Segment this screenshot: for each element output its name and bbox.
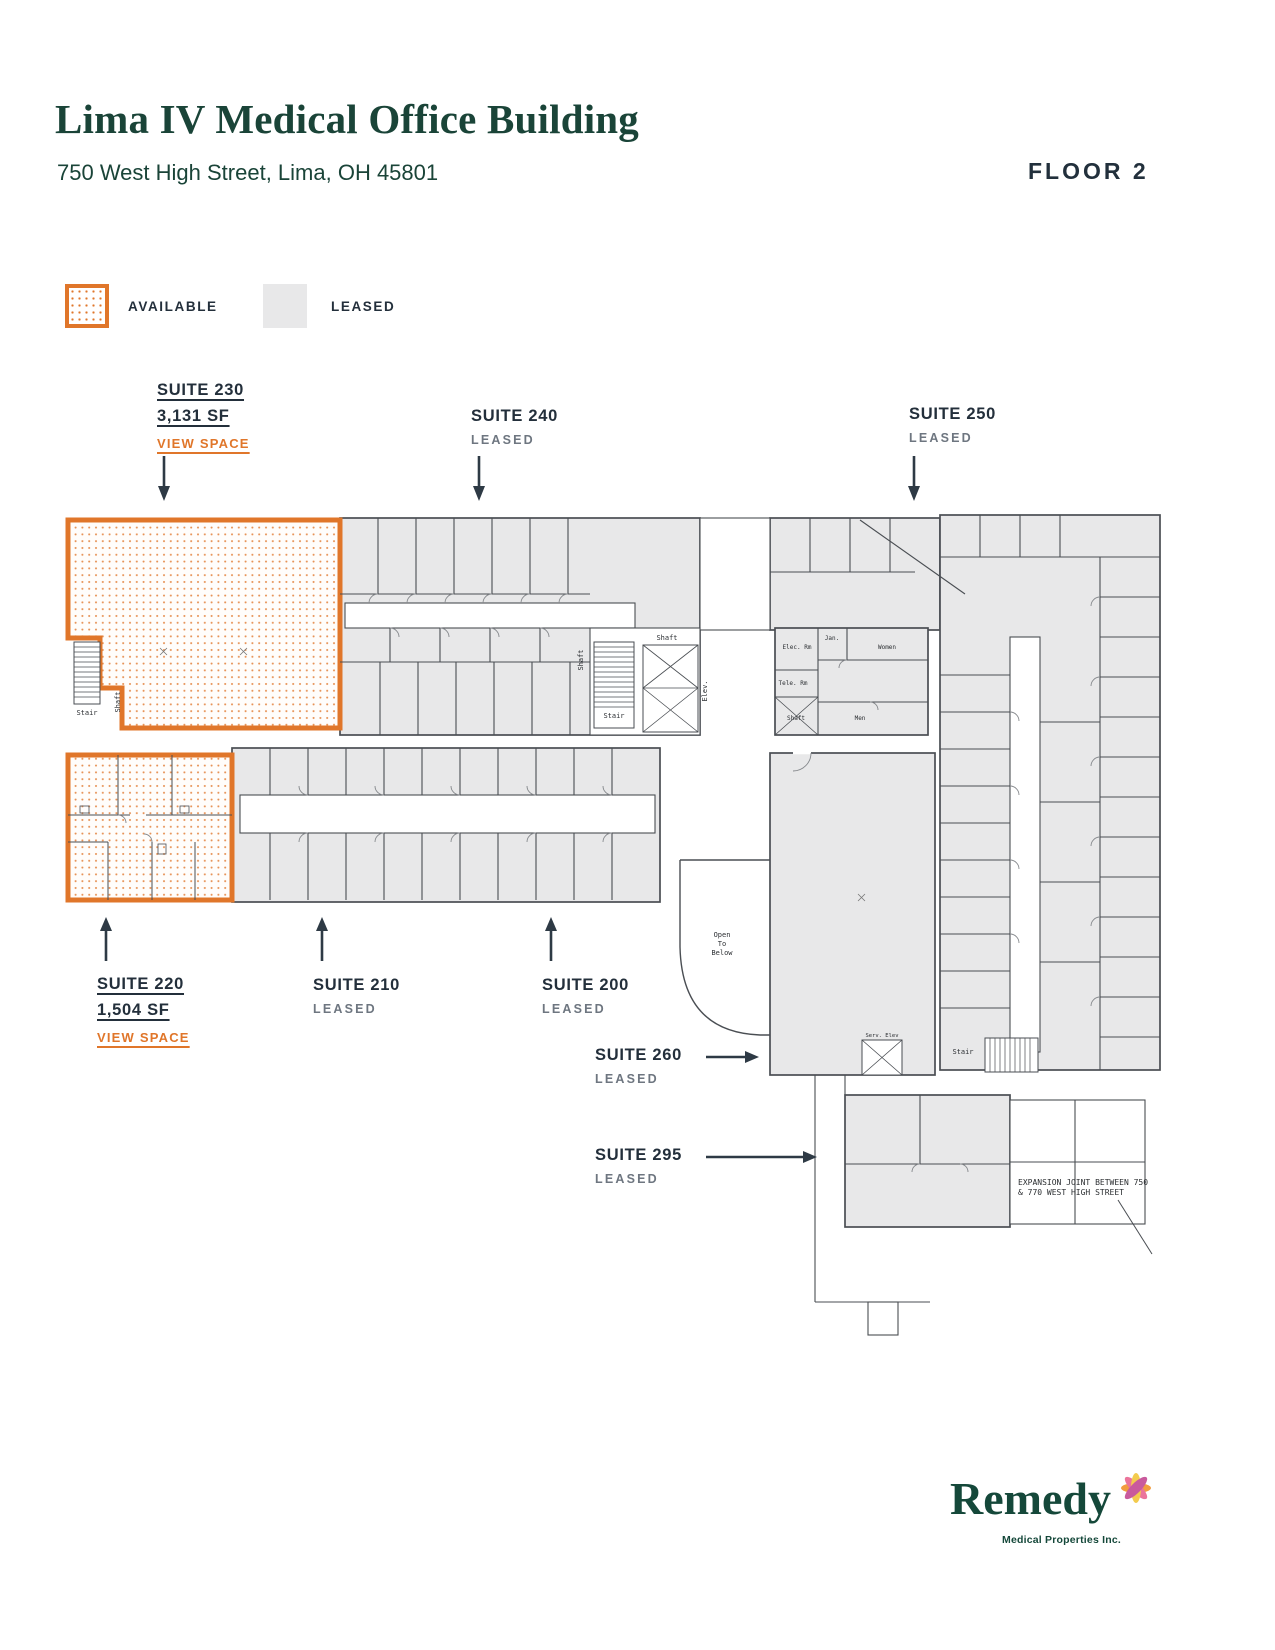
- suite-220-label: SUITE 220 1,504 SF VIEW SPACE: [97, 975, 190, 1047]
- suite-230-label: SUITE 230 3,131 SF VIEW SPACE: [157, 381, 250, 453]
- suite-260-area: [769, 752, 936, 1076]
- suite-250-area-east-wing: [939, 514, 1161, 1071]
- suite-200-arrow-icon: [545, 917, 557, 961]
- open-to-below-label-1: Open: [714, 931, 731, 939]
- stair-nw: [73, 641, 101, 705]
- suite-260-status: LEASED: [595, 1072, 659, 1086]
- suite-240-arrow-icon: [473, 456, 485, 501]
- stair-core: [593, 641, 635, 729]
- suite-250-arrow-icon: [908, 456, 920, 501]
- suite-250-name: SUITE 250: [909, 405, 997, 423]
- page-title: Lima IV Medical Office Building: [55, 96, 640, 142]
- equipment-marks: [159, 647, 866, 902]
- suite-295-status: LEASED: [595, 1172, 659, 1186]
- suite-240-name: SUITE 240: [471, 407, 559, 425]
- suite-210-label: SUITE 210 LEASED: [313, 976, 400, 1016]
- suite-230-arrow-icon: [158, 456, 170, 501]
- expansion-joint-note: EXPANSION JOINT BETWEEN 750 & 770 WEST H…: [1018, 1178, 1149, 1198]
- leased-legend-label: LEASED: [331, 299, 396, 314]
- suite-250-status: LEASED: [909, 431, 973, 445]
- suite-200-label: SUITE 200 LEASED: [542, 976, 629, 1016]
- utility-core-area: [774, 627, 929, 736]
- remedy-pinwheel-icon: [1121, 1473, 1151, 1503]
- suite-230-available-area: [65, 517, 343, 731]
- stair-se: [984, 1037, 1039, 1073]
- plan-labels: Stair Shaft Shaft Shaft Stair Elev. Elec…: [76, 634, 973, 1056]
- suite-295-area: [844, 1094, 1011, 1228]
- suite-260-arrow-icon: [706, 1051, 759, 1063]
- suite-260-door-arc: [792, 752, 812, 772]
- suite-230-name: SUITE 230: [157, 381, 245, 399]
- interior-walls: [68, 515, 1160, 1303]
- utility-shaft: [774, 696, 819, 736]
- elevator-label: Elev.: [701, 680, 709, 701]
- suite-295-label: SUITE 295 LEASED: [595, 1146, 682, 1186]
- suite-220-available-area: [65, 752, 235, 903]
- serv-elev-label: Serv. Elev: [865, 1033, 899, 1039]
- leased-legend-swatch: [263, 284, 307, 328]
- suite-200-status: LEASED: [542, 1002, 606, 1016]
- available-legend-swatch: [65, 284, 109, 328]
- shaft-core-label: Shaft: [656, 634, 677, 642]
- stair-se-label: Stair: [952, 1048, 973, 1056]
- suite-210-arrow-icon: [316, 917, 328, 961]
- floor-label: FLOOR 2: [1028, 158, 1149, 184]
- suite-260-name: SUITE 260: [595, 1046, 683, 1064]
- suite-295-arrow-icon: [706, 1151, 817, 1163]
- door-arcs: [117, 593, 1101, 1173]
- stair-nw-label: Stair: [76, 709, 97, 717]
- suite-230-area: 3,131 SF: [157, 407, 230, 425]
- corridors: [239, 517, 1041, 1053]
- suite-220-arrow-icon: [100, 917, 112, 961]
- suite-220-name: SUITE 220: [97, 975, 185, 993]
- shaft-util-label: Shaft: [787, 715, 805, 722]
- suite-210-name: SUITE 210: [313, 976, 401, 994]
- men-label: Men: [855, 715, 866, 722]
- suite-220-area: 1,504 SF: [97, 1001, 170, 1019]
- suite-240-status: LEASED: [471, 433, 535, 447]
- remedy-tagline: Medical Properties Inc.: [1002, 1534, 1121, 1546]
- shaft-core-left-label: Shaft: [577, 649, 585, 670]
- women-label: Women: [878, 644, 896, 651]
- available-legend-label: AVAILABLE: [128, 299, 218, 314]
- suite-240-label: SUITE 240 LEASED: [471, 407, 558, 447]
- suite-210-status: LEASED: [313, 1002, 377, 1016]
- floor-plan: Stair Shaft Shaft Shaft Stair Elev. Elec…: [65, 514, 1161, 1336]
- suite-200-name: SUITE 200: [542, 976, 630, 994]
- jan-label: Jan.: [825, 635, 839, 642]
- suite-250-label: SUITE 250 LEASED: [909, 405, 996, 445]
- tele-rm-label: Tele. Rm: [779, 680, 808, 687]
- suite-260-label: SUITE 260 LEASED: [595, 1046, 682, 1086]
- stairs-and-elevators: [73, 641, 1039, 1076]
- suite-250-area-west: [769, 517, 941, 631]
- open-to-below-label-3: Below: [711, 949, 733, 957]
- remedy-wordmark: Remedy: [950, 1473, 1111, 1524]
- suite-230-view-space-link[interactable]: VIEW SPACE: [157, 436, 250, 451]
- suite-295-name: SUITE 295: [595, 1146, 683, 1164]
- suite-220-view-space-link[interactable]: VIEW SPACE: [97, 1030, 190, 1045]
- stair-core-label: Stair: [603, 712, 624, 720]
- open-to-below-label-2: To: [718, 940, 726, 948]
- shaft-nw-label: Shaft: [114, 691, 122, 712]
- building-address: 750 West High Street, Lima, OH 45801: [57, 160, 439, 185]
- elec-rm-label: Elec. Rm: [783, 644, 812, 651]
